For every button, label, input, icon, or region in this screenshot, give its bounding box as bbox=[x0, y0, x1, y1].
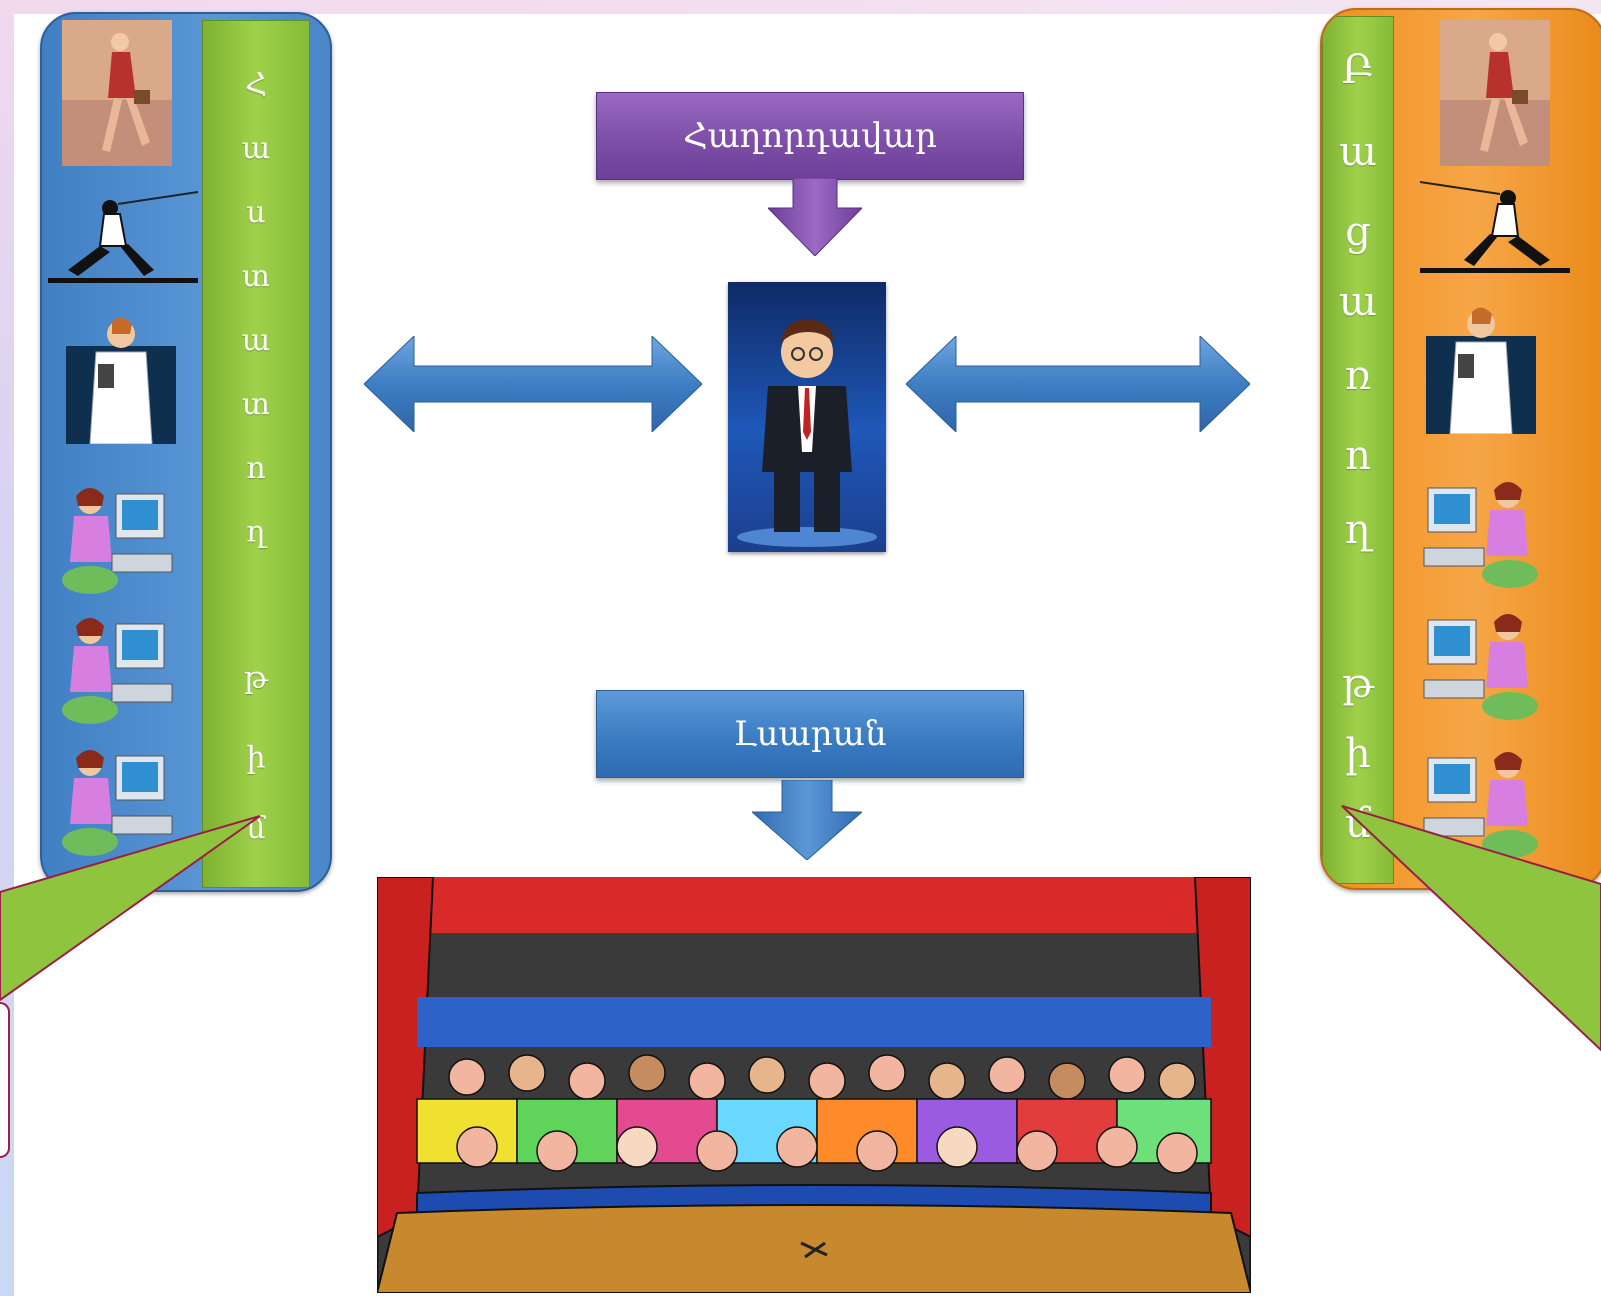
team-letter: ա bbox=[241, 323, 271, 358]
walking-woman-icon bbox=[1440, 20, 1550, 166]
computer-user-icon bbox=[62, 618, 173, 724]
computer-user-icon bbox=[62, 488, 173, 594]
team-letter: ի bbox=[246, 741, 266, 776]
team-name-strip-right: Բ ա ց ա ռ ո ղ թ ի մ bbox=[1322, 16, 1394, 884]
fencer-icon bbox=[48, 191, 198, 283]
down-arrow-icon bbox=[752, 780, 862, 860]
team-letter: ռ bbox=[1344, 353, 1372, 399]
computer-user-icon bbox=[1423, 614, 1538, 720]
team-letter: ա bbox=[1339, 279, 1377, 325]
host-label: Հաղորդավար bbox=[596, 92, 1024, 180]
hall-label: Լսարան bbox=[596, 690, 1024, 778]
team-panel-right: Բ ա ց ա ռ ո ղ թ ի մ bbox=[1320, 8, 1601, 890]
team-name-strip-left: Հ ա ս տ ա տ ո ղ թ ի մ bbox=[202, 20, 310, 888]
computer-user-icon bbox=[62, 750, 173, 856]
team-letter: թ bbox=[1342, 661, 1374, 707]
team-letter: ի bbox=[1345, 731, 1371, 777]
double-arrow-right-icon bbox=[906, 336, 1250, 432]
team-letter: ո bbox=[246, 451, 266, 486]
team-panel-left: Հ ա ս տ ա տ ո ղ թ ի մ bbox=[40, 12, 332, 892]
team-letter: տ bbox=[242, 387, 270, 422]
fencer-icon bbox=[1420, 181, 1570, 273]
team-letter: ց bbox=[1345, 209, 1371, 255]
team-letter: ղ bbox=[1345, 507, 1371, 553]
team-letter: թ bbox=[244, 661, 268, 696]
team-letter: Հ bbox=[245, 67, 267, 102]
team-letter: տ bbox=[242, 259, 270, 294]
doctor-icon bbox=[66, 317, 176, 444]
callout-box-left bbox=[0, 1002, 10, 1158]
presenter-image bbox=[728, 282, 886, 552]
team-letter: ս bbox=[246, 195, 266, 230]
walking-woman-icon bbox=[62, 20, 172, 166]
callout-pointer-right bbox=[1341, 805, 1601, 1052]
doctor-icon bbox=[1426, 307, 1536, 434]
callout-pointer-left bbox=[0, 815, 261, 1002]
team-letter: ղ bbox=[246, 515, 266, 550]
page-top-border bbox=[0, 0, 1601, 14]
computer-user-icon bbox=[1423, 752, 1538, 858]
team-letter: ո bbox=[1345, 433, 1371, 479]
down-arrow-icon bbox=[768, 178, 862, 256]
computer-user-icon bbox=[1423, 482, 1538, 588]
team-letter: ա bbox=[1339, 129, 1377, 175]
team-letter: ա bbox=[241, 131, 271, 166]
double-arrow-left-icon bbox=[364, 336, 702, 432]
audience-theater-image bbox=[377, 877, 1251, 1293]
team-letter: Բ bbox=[1341, 47, 1375, 93]
presenter-figure bbox=[737, 319, 877, 547]
